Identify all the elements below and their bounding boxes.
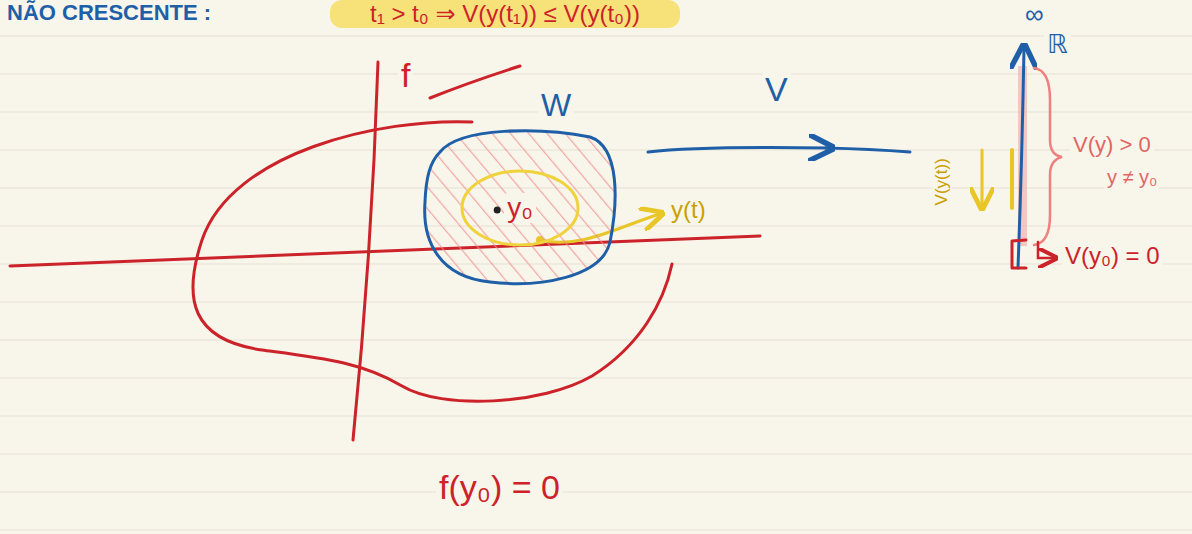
ruled-line — [0, 530, 1192, 531]
range-brace — [1034, 68, 1062, 245]
ruled-line — [0, 340, 1192, 341]
lyapunov-value-label: V(y(t)) — [932, 155, 952, 208]
ruled-line — [0, 302, 1192, 303]
region-blob: y₀W — [420, 92, 620, 288]
real-line-axis — [1018, 48, 1024, 268]
real-line-label: ℝ — [1044, 30, 1071, 60]
positivity-label: V(y) > 0 — [1070, 132, 1154, 157]
ruled-line — [0, 416, 1192, 417]
ruled-line — [0, 112, 1192, 113]
ruled-line — [0, 74, 1192, 75]
hook-arrow — [1038, 242, 1054, 258]
map-arrow — [648, 148, 830, 153]
region-border — [425, 131, 615, 284]
equilibrium-dot — [494, 207, 501, 214]
trajectory-curve — [430, 66, 520, 98]
infinity-label: ∞ — [1022, 0, 1047, 30]
map-label: V — [762, 70, 791, 109]
heading-text: NÃO CRESCENTE : — [4, 0, 214, 25]
map-arrow-tail — [826, 148, 910, 152]
point-label: y₀ — [504, 193, 536, 224]
highlighted-formula: t₁ > t₀ ⇒ V(y(t₁)) ≤ V(y(t₀)) — [330, 0, 680, 28]
solution-label: y(t) — [668, 196, 709, 224]
region-label: W — [538, 88, 574, 123]
ruled-line — [0, 378, 1192, 379]
region-hatching — [425, 131, 615, 284]
equilibrium-equation: f(y₀) = 0 — [436, 468, 563, 507]
horizontal-axis — [10, 236, 760, 266]
orbit-curve — [193, 122, 672, 402]
neighborhood-circle: y₀ — [460, 169, 580, 247]
zero-bracket — [1012, 240, 1026, 268]
ruled-line — [0, 454, 1192, 455]
value-range-bar — [1010, 150, 1014, 208]
ruled-line — [0, 36, 1192, 37]
ruled-line — [0, 492, 1192, 493]
function-label: f — [398, 56, 413, 95]
region-blob-outline — [420, 92, 620, 288]
decrease-arrow — [981, 150, 984, 206]
condition-label: y ≠ y₀ — [1104, 166, 1160, 189]
zero-value-label: V(y₀) = 0 — [1062, 242, 1163, 270]
ruled-lines — [0, 36, 1192, 530]
